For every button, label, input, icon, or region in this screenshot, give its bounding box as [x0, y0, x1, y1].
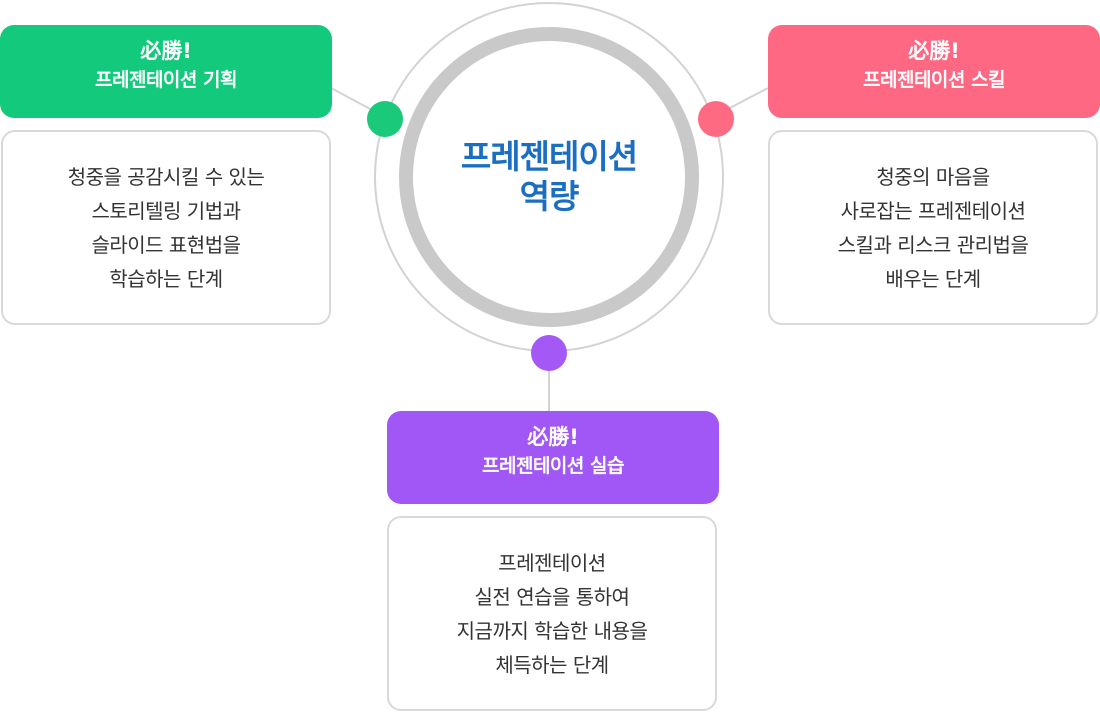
node-dot-purple [531, 335, 567, 371]
card-header-skill: 必勝! 프레젠테이션 스킬 [768, 25, 1100, 118]
center-title: 프레젠테이션 역량 [460, 137, 638, 216]
connector-line-green [330, 87, 373, 111]
node-dot-green [367, 101, 403, 137]
card-description-planning: 청중을 공감시킬 수 있는 스토리텔링 기법과 슬라이드 표현법을 학습하는 단… [1, 130, 331, 325]
card-title: 프레젠테이션 스킬 [863, 69, 1005, 91]
card-kicker: 必勝! [140, 39, 192, 63]
card-header-practice: 必勝! 프레젠테이션 실습 [387, 411, 719, 504]
card-kicker: 必勝! [908, 39, 960, 63]
card-description-practice: 프레젠테이션 실전 연습을 통하여 지금까지 학습한 내용을 체득하는 단계 [387, 516, 717, 711]
node-dot-pink [698, 101, 734, 137]
center-circle: 프레젠테이션 역량 [399, 27, 699, 327]
card-description-skill: 청중의 마음을 사로잡는 프레젠테이션 스킬과 리스크 관리법을 배우는 단계 [768, 130, 1098, 325]
connector-line-pink [725, 87, 769, 111]
card-title: 프레젠테이션 실습 [482, 455, 624, 477]
card-kicker: 必勝! [527, 425, 579, 449]
card-header-planning: 必勝! 프레젠테이션 기획 [0, 25, 332, 118]
card-title: 프레젠테이션 기획 [95, 69, 237, 91]
